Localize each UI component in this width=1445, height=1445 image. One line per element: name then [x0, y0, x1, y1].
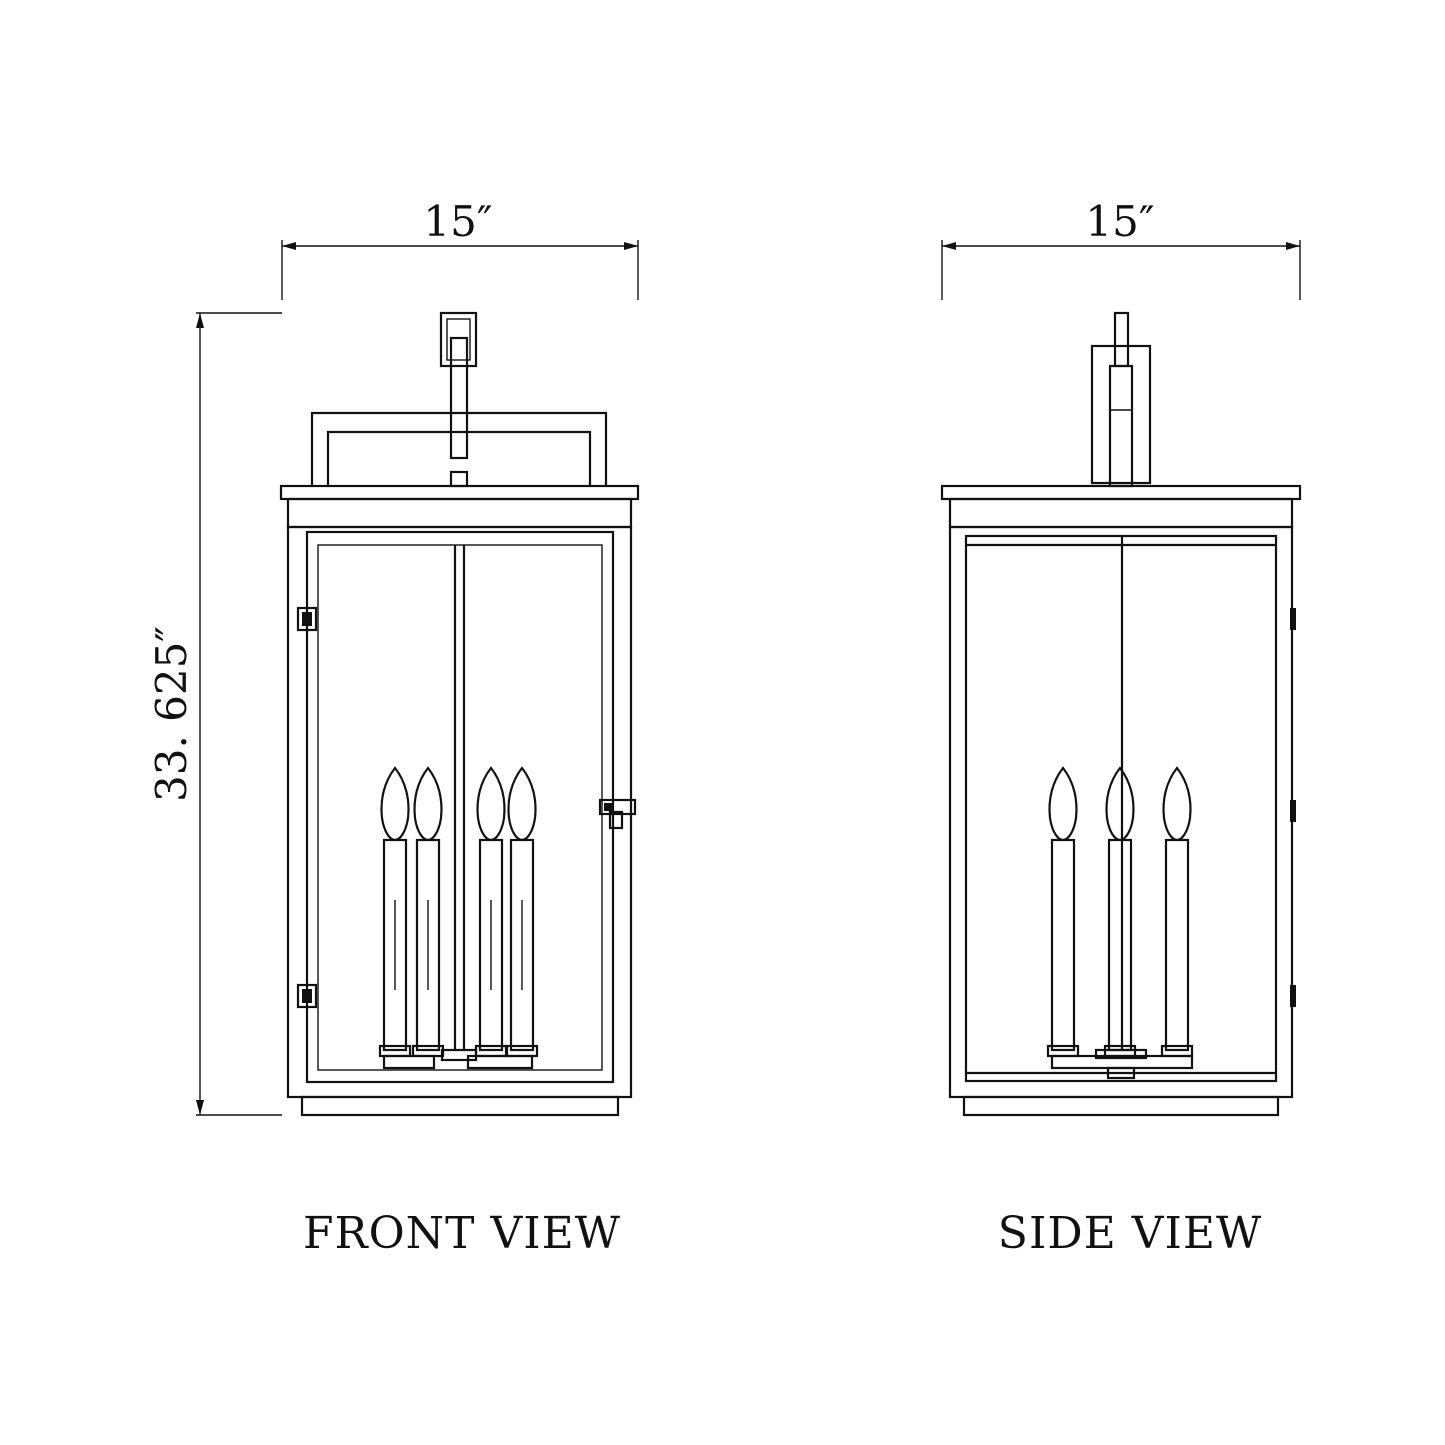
front-wall-bracket: [439, 311, 478, 488]
front-top-frame: [310, 411, 608, 486]
side-base: [962, 1095, 1280, 1117]
side-width-dimension: 15″: [941, 197, 1301, 300]
front-body-frame: [286, 525, 633, 1099]
side-hinges: [1290, 608, 1296, 1007]
front-hinge-bottom: [296, 983, 318, 1009]
side-cap: [940, 484, 1302, 501]
side-view-label: SIDE VIEW: [998, 1208, 1262, 1259]
front-cap-band: [286, 497, 633, 529]
front-candle-4: [505, 766, 539, 1058]
front-candle-1: [378, 766, 412, 1058]
front-view: 15″ 33. 625″: [147, 197, 640, 1259]
side-wall-bracket: [1090, 311, 1152, 488]
side-candle-2: [1103, 766, 1137, 1058]
front-candle-2: [411, 766, 445, 1058]
front-height-label: 33. 625″: [147, 626, 196, 802]
front-width-dimension: 15″: [281, 197, 639, 300]
side-candle-1: [1046, 766, 1080, 1058]
side-view: 15″: [940, 197, 1302, 1259]
side-width-label: 15″: [1085, 197, 1154, 246]
side-body-frame: [948, 525, 1294, 1099]
front-candle-3: [474, 766, 508, 1058]
side-cap-band: [948, 497, 1294, 529]
front-cap: [279, 484, 640, 501]
side-candle-3: [1160, 766, 1194, 1058]
front-base: [300, 1095, 620, 1117]
side-candle-cluster-base: [1050, 1048, 1194, 1080]
front-door-latch: [598, 798, 637, 830]
front-candle-cluster-base: [382, 1048, 534, 1070]
front-view-label: FRONT VIEW: [303, 1208, 621, 1259]
front-height-dimension: 33. 625″: [147, 312, 282, 1116]
front-width-label: 15″: [423, 197, 492, 246]
front-hinge-top: [296, 606, 318, 632]
